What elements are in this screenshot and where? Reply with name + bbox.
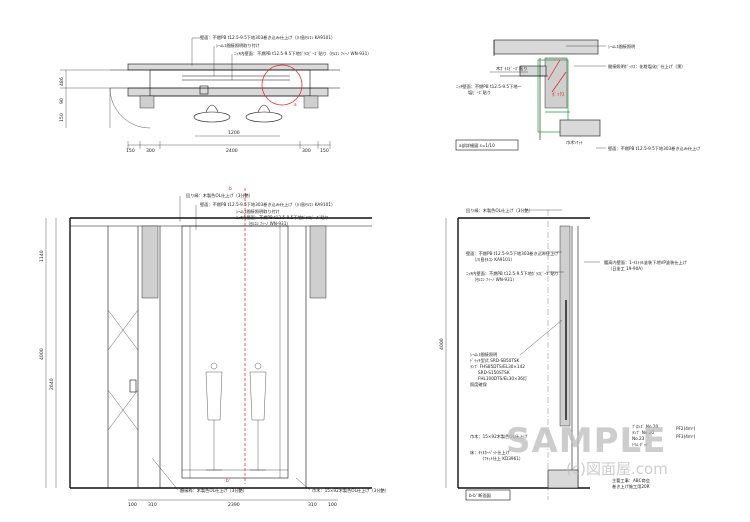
section-bb-view: 4000 回り縁：木製色OL仕上げ（3分艶） 壁面：不燃PB t12.5-9.5… [439,207,696,501]
plan-dim-top-0: 1200 [228,130,240,136]
elev-note-4: （ｾﾙｺﾝ ﾌｨｰﾉ WN-931） [246,221,291,227]
watermark-main: SAMPLE [506,421,666,461]
sec-maker-1: 巻き上げ施工用20R [612,483,650,490]
section-title: b-b' 断面図 [469,492,491,499]
detail-marker: ﾎﾞｯｸｽ [552,91,565,98]
door-swing-arc [109,87,151,129]
watermark-sub: (c)図面屋.com [566,460,668,478]
niche-opening [181,225,289,479]
elev-dim-left-1: 4000 [39,348,45,360]
sec-note-5: 腰高内壁面：1-ﾗｽﾄﾗﾙ塗装下地VP塗装仕上げ [604,259,688,266]
elev-note-3: ﾆｯﾁ内壁面：不燃PB t12.5-9.5下地ｶﾞﾗｽﾋﾞｰｽﾞ貼り [236,214,329,221]
detail-note-5: 巾木ｿｹｯﾄ [566,139,583,146]
mannequin-left [205,362,223,471]
plan-dim-bottom-0: 150 [126,148,135,154]
mannequin-plan-right [245,111,283,123]
plan-dim-bottom-2: 2400 [226,148,238,154]
sec-note-4: （ｾﾙｺﾝ ﾌｨｰﾉ WN-931） [472,277,517,283]
elev-dim-bottom-3: 310 [308,502,317,508]
sec-bottom-note-1: 床：ﾀｲﾙｶｰﾍﾟｯﾄ仕上げ [470,449,511,456]
detail-green-outline [537,59,569,133]
detail-note-0: ｼｰﾑﾚｽ間接照明 [608,43,635,50]
sec-note-2: （川島ｾﾙｺﾝ KA9101） [472,256,515,263]
elev-dim-bottom-0: 100 [128,502,137,508]
sec-bottom-note-0: 巾木：15×92木製色OL仕上げ [470,433,528,440]
plan-note-0: 壁面：不燃PB t12.5-9.5下地303巻き込み仕上げ（川島ｾﾙｺﾝ KA9… [200,34,335,41]
elev-dim-bottom-2: 2390 [228,502,240,508]
sec-note-9: ﾗﾝﾌﾟ FHS85DTS/EL30×142 [470,363,525,370]
mannequin-plan-left [193,111,231,123]
plan-dim-bottom-1: 300 [146,148,155,154]
elev-bottom-note-0: 額縁枠：木製色OL仕上げ（3分艶） [180,487,247,494]
plan-note-2: ﾆｯﾁ内壁面：不燃PB t12.5-9.5下地ｶﾞﾗｽﾋﾞｰｽﾞ貼り（ｾﾙｺﾝ … [234,50,371,57]
detail-a-title: a部詳細図 s=1/10 [459,142,495,149]
elev-dim-left-0: 1140 [39,250,45,262]
detail-note-1: 間接照明ﾎﾞｯｸｽ：化粧塩化ﾋﾞ仕上げ（黒） [608,63,685,70]
plan-dim-bottom-3: 300 [302,148,311,154]
detail-note-3: ﾆｯﾁ壁面：不燃PB t12.5-9.5下地一 [456,83,522,90]
section-wall-profile [559,225,571,427]
section-dim-left-0: 4000 [439,338,445,350]
watermark: SAMPLE (c)図面屋.com [506,421,668,478]
detail-ceiling-slab [493,39,599,55]
column-capital-left [141,225,159,299]
elev-dim-bottom-1: 310 [148,502,157,508]
elev-dim-bottom-4: 100 [328,502,337,508]
section-title-box [465,489,511,501]
sec-note-3: ﾆｯﾁ内壁面：不燃PB t12.5-9.5下地ｶﾞﾗｽﾋﾞｰｽﾞ貼り [466,270,559,277]
elev-note-1: 壁面：不燃PB t12.5-9.5下地303巻き込み仕上げ（川島ｾﾙｺﾝ KA9… [200,201,335,208]
sec-note-10: SRD-S150STSK [478,370,510,375]
detail-note-6: 壁面：不燃PB t12.5-9.5下地303巻き込み仕上げ [608,145,701,152]
sec-note-6: （日塗工 19-90A） [608,265,645,272]
elev-note-2: ｼｰﾑﾚｽ間接照明取り付け [236,208,280,215]
detail-callout-circle [261,64,303,106]
sec-bottom-note-2: （ﾌﾗｯﾄ仕上 KD3961） [480,455,523,462]
column-capital-right [309,225,327,299]
detail-a-view: ﾎﾞｯｸｽ ｼｰﾑﾚｽ間接照明 間接照明ﾎﾞｯｸｽ：化粧塩化ﾋﾞ仕上げ（黒） 木… [455,39,701,152]
sec-maker-0: 主要工事：ABC商会 [612,477,651,484]
sec-legend-2: No.23 [632,436,645,441]
plan-bottom-wall [127,87,329,97]
detail-a-title-box [455,139,519,151]
plan-dim-left-0: 486 [59,77,65,86]
sec-legend-value-1: PF3(4m²) [676,434,696,439]
sec-legend-value-0: PF2(4m²) [676,426,696,431]
elev-bottom-note-1: 巾木：15×92木製色OL仕上げ（3分艶） [312,487,389,494]
plan-top-wall [127,63,329,71]
sec-note-12: 照度確保 [470,381,488,388]
sec-note-1: 壁面：不燃PB t12.5-9.5下地303巻き込み仕上げ [466,250,559,257]
callout-marker: a [294,102,297,107]
sec-note-0: 回り縁：木製色OL仕上げ（3分艶） [466,207,533,214]
sec-legend-1: ﾗﾝﾌﾟ No.20 [632,429,654,436]
plan-view: a 1200 150 300 2400 300 150 486 90 150 壁… [59,34,371,154]
sec-note-7: ｼｰﾑﾚｽ間接照明 [470,351,497,358]
sec-legend-3: ﾄﾘﾑ ﾀﾞｯﾄ [632,442,648,448]
detail-note-4: 塩ﾋﾞｰｽﾞ貼り [468,89,491,96]
elev-note-0: 回り縁：木製色OL仕上げ（3分艶） [186,192,253,199]
detail-note-2: 木ｶﾞﾗｽﾋﾞｰｽﾞ貼り [496,65,527,72]
plan-note-1: ｼｰﾑﾚｽ間接照明取り付け [216,42,260,49]
plan-dim-bottom-4: 150 [320,148,329,154]
sec-legend-0: ﾌﾞﾛﾝｽﾞ No.20 [632,424,659,430]
section-marker-top: b [229,186,232,192]
plan-dim-left-2: 150 [59,113,65,122]
sec-note-8: ﾄﾞｲｯﾁ型式 SRD-SB50TSK [470,357,520,363]
elevation-view: b b' 1140 4000 2640 100 310 2390 310 100… [39,186,389,508]
mannequin-right [249,362,267,471]
section-marker-bottom: b' [226,478,230,484]
elev-dim-left-2: 2640 [49,378,55,390]
sec-note-11: FHL100DTS/EL30×36灯 [478,375,528,382]
plan-dim-left-1: 90 [59,98,65,104]
